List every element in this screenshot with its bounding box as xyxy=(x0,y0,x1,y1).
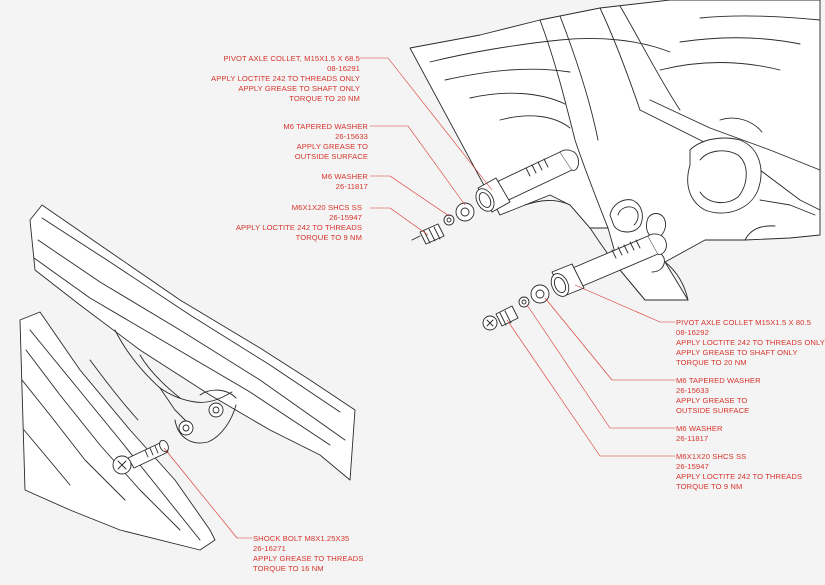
callout-line: M6X1X20 SHCS SS xyxy=(676,452,747,461)
callout-line: APPLY LOCTITE 242 TO THREADS ONLY xyxy=(676,338,825,347)
callout-line: APPLY LOCTITE 242 TO THREADS xyxy=(235,223,362,232)
lower-left-frame xyxy=(19,204,356,551)
leader-upper-shcs xyxy=(369,207,429,236)
leader-upper-collet xyxy=(359,57,493,191)
callout-line: 26-11817 xyxy=(676,434,709,443)
callout-line: M6 TAPERED WASHER xyxy=(676,376,761,385)
callout-line: M6 WASHER xyxy=(321,172,368,181)
callout-line: M6 WASHER xyxy=(676,424,723,433)
shock-bolt xyxy=(112,439,169,475)
callout-line: 26-15947 xyxy=(676,462,709,471)
callout-line: APPLY GREASE TO SHAFT ONLY xyxy=(238,84,360,93)
callout-line: M6X1X20 SHCS SS xyxy=(291,203,362,212)
callout-line: APPLY GREASE TO SHAFT ONLY xyxy=(676,348,798,357)
callout-lower-washer: M6 WASHER 26-11817 xyxy=(676,424,723,444)
callout-line: OUTSIDE SURFACE xyxy=(294,152,368,161)
leader-lower-shcs xyxy=(506,319,676,457)
leader-shock-bolt xyxy=(163,447,253,539)
callout-line: 26-15947 xyxy=(329,213,362,222)
upper-frame-section xyxy=(409,0,821,301)
callout-line: TORQUE TO 9 NM xyxy=(676,482,743,491)
callout-line: 26-15633 xyxy=(676,386,709,395)
callout-line: TORQUE TO 16 NM xyxy=(253,564,324,573)
upper-hardware-stack xyxy=(411,149,579,245)
callout-line: PIVOT AXLE COLLET, M15X1.5 X 68.5 xyxy=(223,54,360,63)
callout-lower-collet: PIVOT AXLE COLLET M15X1.5 X 80.5 08-1629… xyxy=(676,318,825,368)
callout-line: TORQUE TO 20 NM xyxy=(289,94,360,103)
callout-line: PIVOT AXLE COLLET M15X1.5 X 80.5 xyxy=(676,318,812,327)
callout-line: APPLY GREASE TO xyxy=(676,396,748,405)
callout-upper-shcs: M6X1X20 SHCS SS 26-15947 APPLY LOCTITE 2… xyxy=(236,203,362,243)
callout-line: 08-16292 xyxy=(676,328,709,337)
callout-line: 08-16291 xyxy=(327,64,360,73)
lower-hardware-stack xyxy=(482,233,667,331)
callout-upper-washer: M6 WASHER 26-11817 xyxy=(321,172,368,192)
callout-line: OUTSIDE SURFACE xyxy=(676,406,750,415)
callout-upper-tapered-washer: M6 TAPERED WASHER 26-15633 APPLY GREASE … xyxy=(283,122,368,162)
callout-line: APPLY GREASE TO xyxy=(296,142,368,151)
leader-upper-tapered-washer xyxy=(369,125,466,206)
callout-line: APPLY GREASE TO THREADS xyxy=(253,554,364,563)
callout-lower-tapered-washer: M6 TAPERED WASHER 26-15633 APPLY GREASE … xyxy=(676,376,761,416)
callout-line: 26-16271 xyxy=(253,544,286,553)
leader-lower-tapered-washer xyxy=(544,297,676,381)
callout-line: TORQUE TO 20 NM xyxy=(676,358,747,367)
callout-line: 26-11817 xyxy=(335,182,368,191)
callout-upper-collet: PIVOT AXLE COLLET, M15X1.5 X 68.5 08-162… xyxy=(211,54,360,104)
callout-line: M6 TAPERED WASHER xyxy=(283,122,368,131)
leader-upper-washer xyxy=(369,175,450,217)
callout-line: SHOCK BOLT M8X1.25X35 xyxy=(253,534,350,543)
callout-line: 26-15633 xyxy=(335,132,368,141)
callout-lower-shcs: M6X1X20 SHCS SS 26-15947 APPLY LOCTITE 2… xyxy=(676,452,802,492)
callout-line: APPLY LOCTITE 242 TO THREADS xyxy=(676,472,803,481)
leader-lines xyxy=(163,57,676,539)
callout-line: TORQUE TO 9 NM xyxy=(295,233,362,242)
callout-shock-bolt: SHOCK BOLT M8X1.25X35 26-16271 APPLY GRE… xyxy=(253,534,363,574)
leader-lower-washer xyxy=(526,304,676,429)
callout-line: APPLY LOCTITE 242 TO THREADS ONLY xyxy=(211,74,360,83)
leader-lower-collet xyxy=(574,284,676,323)
